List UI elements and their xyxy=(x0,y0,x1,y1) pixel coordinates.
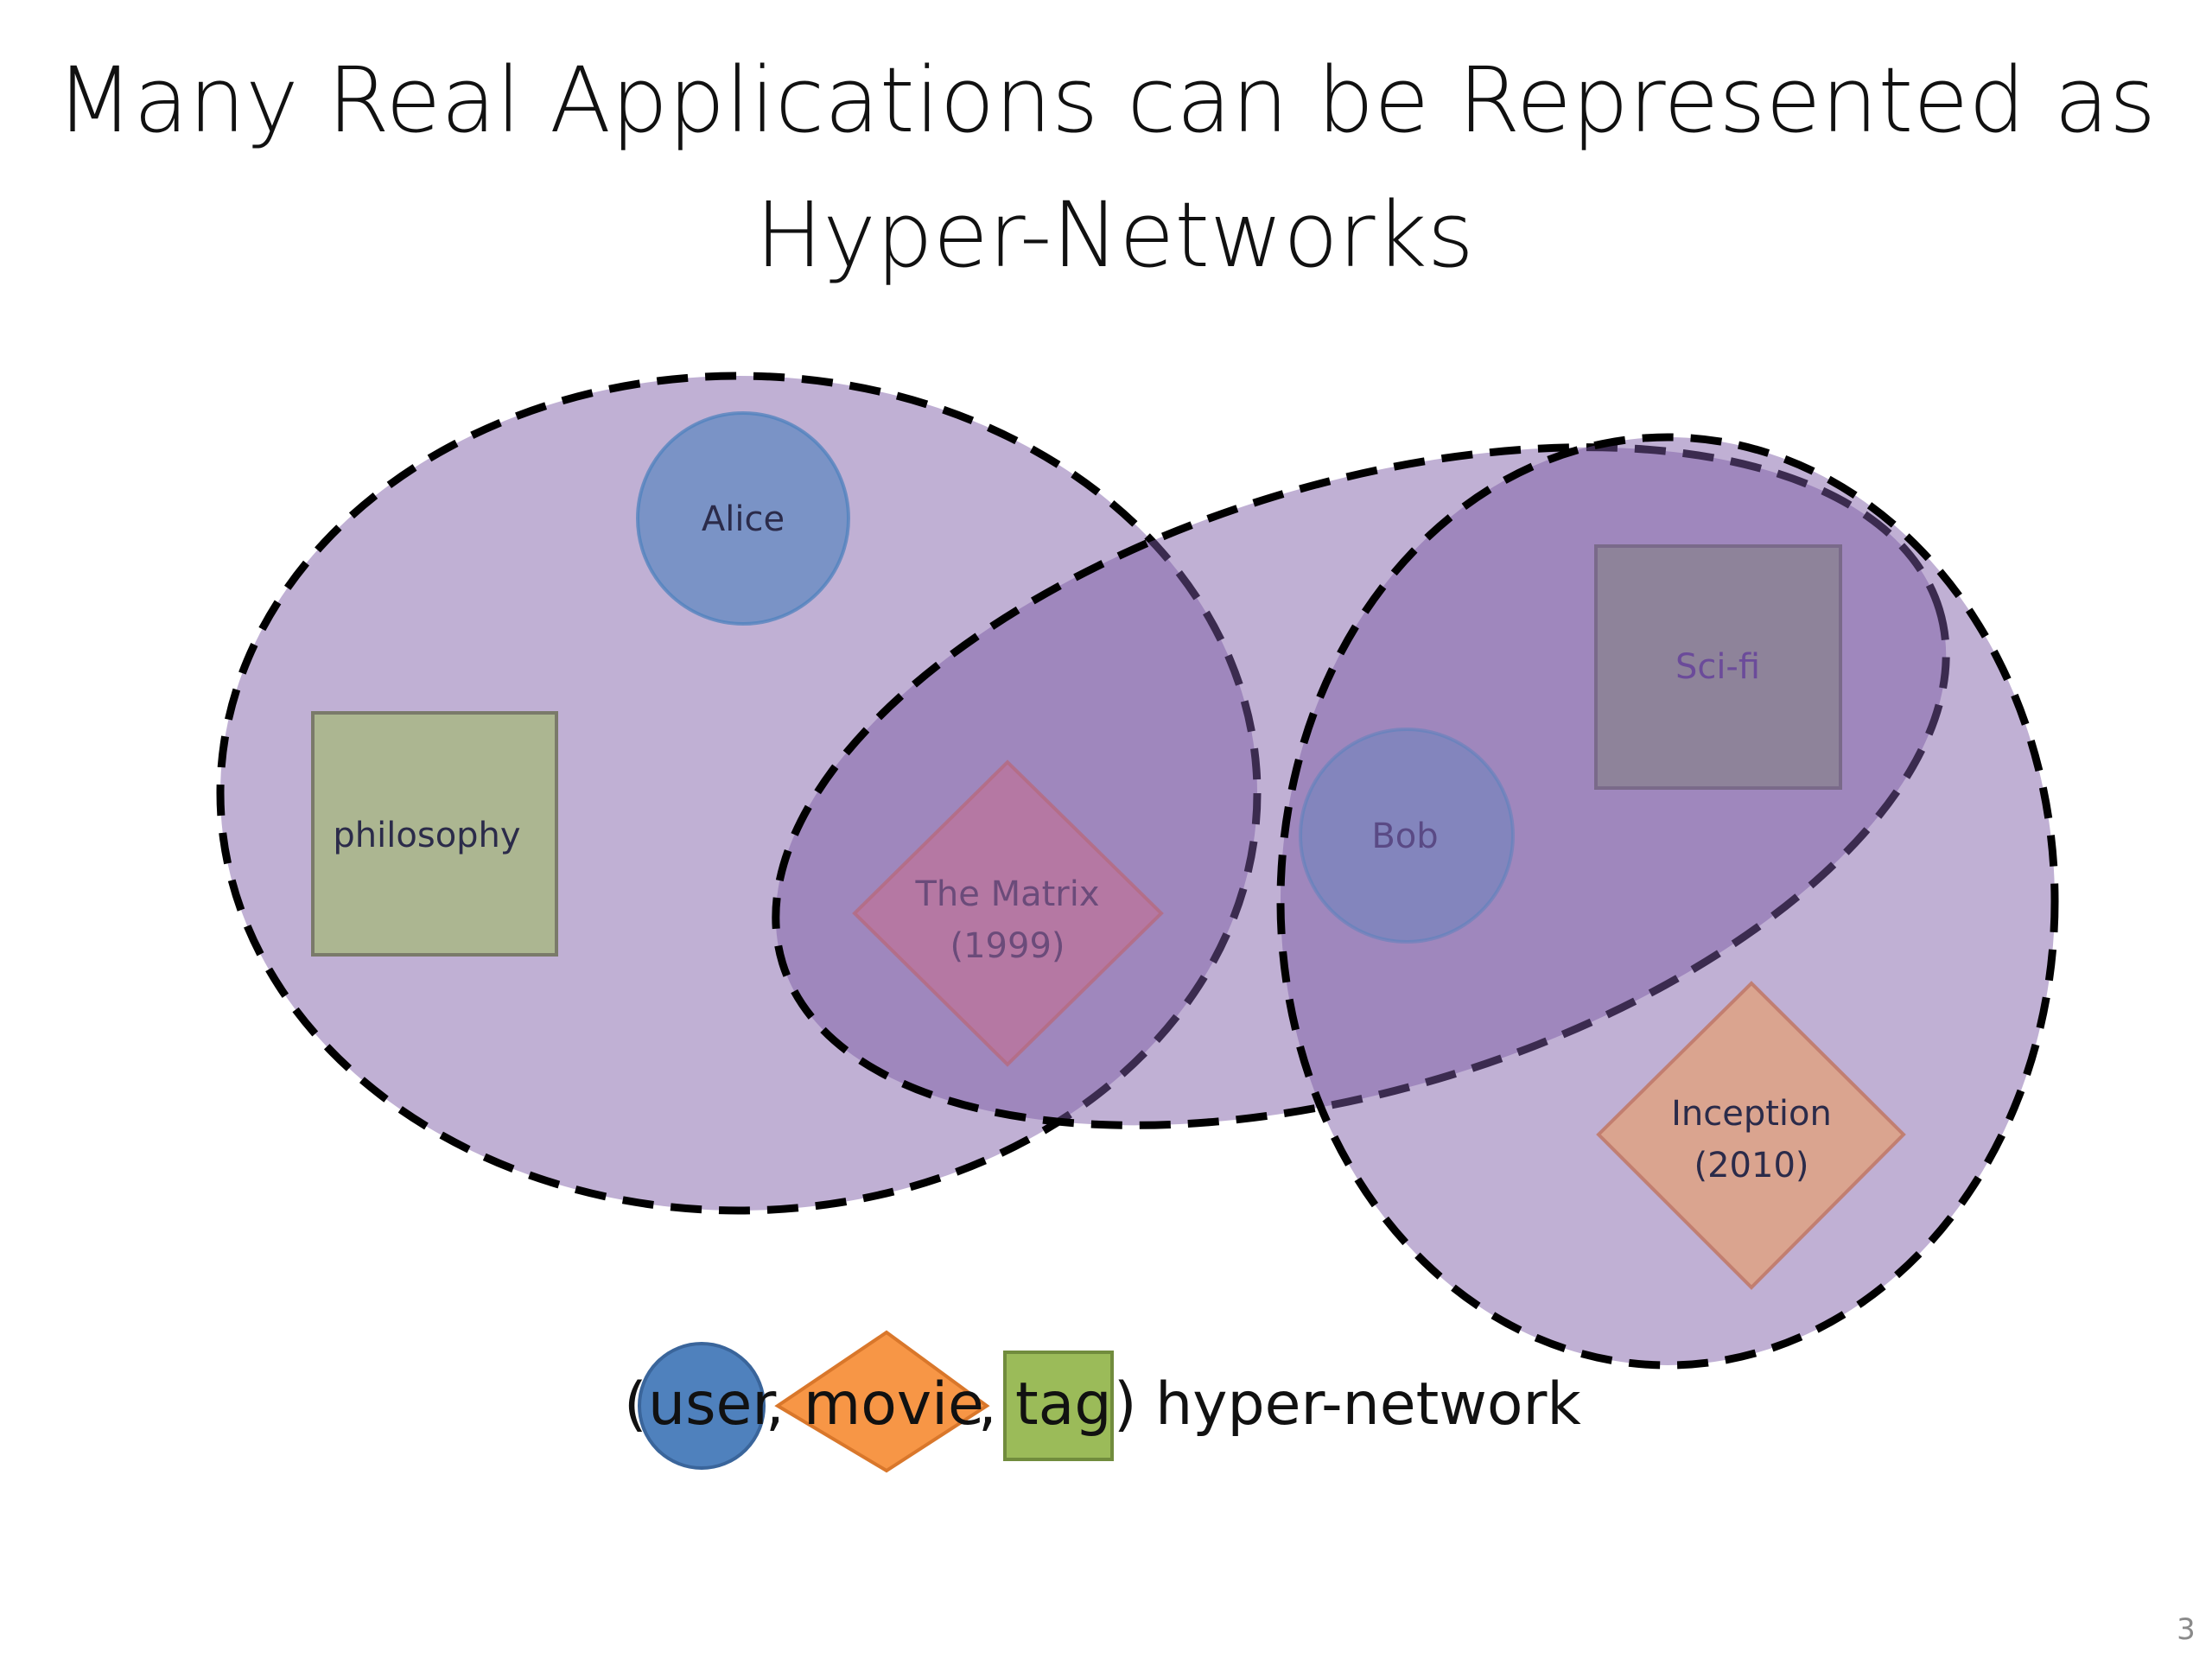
node-philosophy: philosophy xyxy=(311,711,558,957)
hyperedge-bob-inception-scifi xyxy=(1276,433,2059,1370)
alice-circle xyxy=(636,411,850,626)
slide-title-line2: Hyper-Networks xyxy=(755,182,1474,288)
legend-caption: ( user , movie , tag ) hyper-network xyxy=(624,1370,1581,1439)
legend-open-paren: ( xyxy=(624,1370,647,1439)
legend-comma-2: , xyxy=(978,1370,997,1439)
hyperedge-bob-matrix-scifi xyxy=(772,443,1950,1129)
legend-user-label: user xyxy=(648,1370,776,1439)
legend-tag-square xyxy=(1003,1351,1114,1461)
node-inception: Inception (2010) xyxy=(1596,981,1906,1290)
node-sci-fi: Sci-fi xyxy=(1594,544,1842,790)
legend-comma-1: , xyxy=(766,1370,785,1439)
matrix-diamond xyxy=(852,760,1164,1067)
matrix-label-line1: The Matrix xyxy=(914,874,1099,914)
philosophy-square xyxy=(311,711,558,957)
page-number: 3 xyxy=(2177,1612,2196,1647)
legend-movie-label: movie xyxy=(804,1370,984,1439)
bob-circle xyxy=(1299,728,1515,944)
node-alice: Alice xyxy=(636,411,850,626)
legend: ( user , movie , tag ) hyper-network xyxy=(624,1330,1581,1473)
slide-title-line1: Many Real Applications can be Represente… xyxy=(56,48,2156,153)
philosophy-label: philosophy xyxy=(333,816,520,855)
inception-label-line1: Inception xyxy=(1671,1094,1832,1134)
legend-user-circle xyxy=(638,1342,766,1470)
alice-label: Alice xyxy=(702,499,785,539)
inception-label-line2: (2010) xyxy=(1694,1146,1808,1185)
node-bob: Bob xyxy=(1299,728,1515,944)
scifi-square xyxy=(1594,544,1842,790)
matrix-label-line2: (1999) xyxy=(950,926,1065,966)
inception-diamond xyxy=(1596,981,1906,1290)
bob-label: Bob xyxy=(1371,817,1438,856)
node-the-matrix: The Matrix (1999) xyxy=(852,760,1164,1067)
scifi-label: Sci-fi xyxy=(1675,647,1760,687)
legend-close-text: ) hyper-network xyxy=(1114,1370,1581,1439)
legend-movie-diamond xyxy=(774,1330,990,1473)
hyperedge-alice-matrix-philosophy xyxy=(216,372,1262,1215)
legend-tag-label: tag xyxy=(1015,1370,1112,1439)
